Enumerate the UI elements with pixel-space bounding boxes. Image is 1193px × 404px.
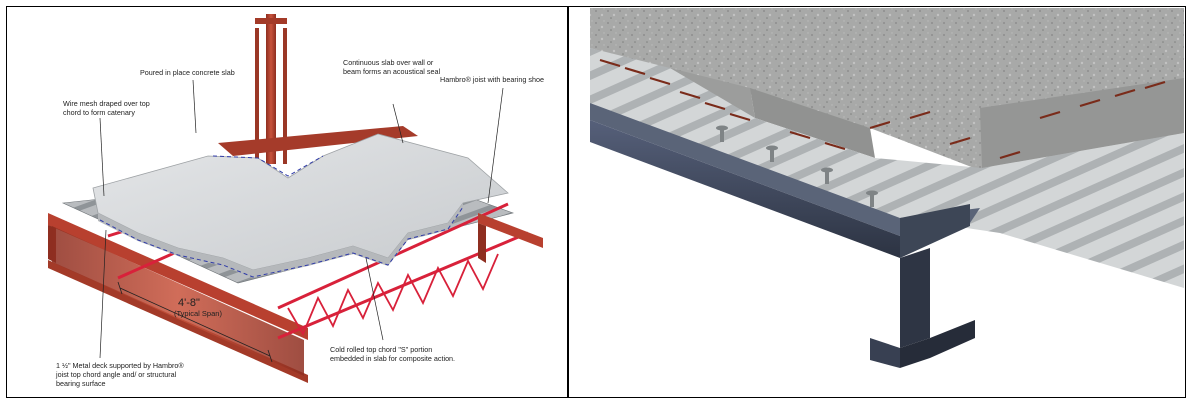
shear-studs [716,125,878,207]
concrete-slab [92,133,509,278]
leader-lines [99,79,504,359]
steel-column [255,14,287,164]
span-dimension [117,281,273,363]
slab-cut-face-2 [750,88,875,158]
metal-deck [590,48,1184,288]
label-continuous-slab-1: Continuous slab over wall or [343,58,434,67]
slab-cut-face-3 [980,78,1184,168]
label-metal-deck-2: joist top chord angle and/ or structural [55,370,177,379]
render-illustration [590,8,1184,368]
wire-mesh [99,206,464,278]
label-wire-mesh-1: Wire mesh draped over top [63,99,150,108]
label-continuous-slab-2: beam forms an acoustical seal [343,67,440,76]
figure-frame [6,6,1186,398]
back-beam [218,126,418,156]
steel-i-beam [590,103,980,368]
label-wire-mesh-2: chord to form catenary [63,108,135,117]
steel-beam-right [478,213,543,263]
composite-floor-illustration: Poured in place concrete slab Continuous… [48,14,544,388]
label-span-value: 4'-8" [178,297,200,309]
rebar [599,58,1166,160]
label-hambro-joist: Hambro® joist with bearing shoe [440,75,544,84]
composite-floor-diagram: Poured in place concrete slab Continuous… [8,8,566,396]
label-metal-deck-3: bearing surface [56,379,106,388]
label-poured-slab: Poured in place concrete slab [140,68,235,77]
composite-floor-render [570,8,1184,396]
label-metal-deck-1: 1 ½" Metal deck supported by Hambro® [56,361,184,370]
panel-divider [567,6,569,398]
steel-beam-left [48,213,308,383]
label-cold-rolled-2: embedded in slab for composite action. [330,354,455,363]
label-span-note: (Typical Span) [174,309,222,318]
label-cold-rolled-1: Cold rolled top chord "S" portion [330,345,432,354]
